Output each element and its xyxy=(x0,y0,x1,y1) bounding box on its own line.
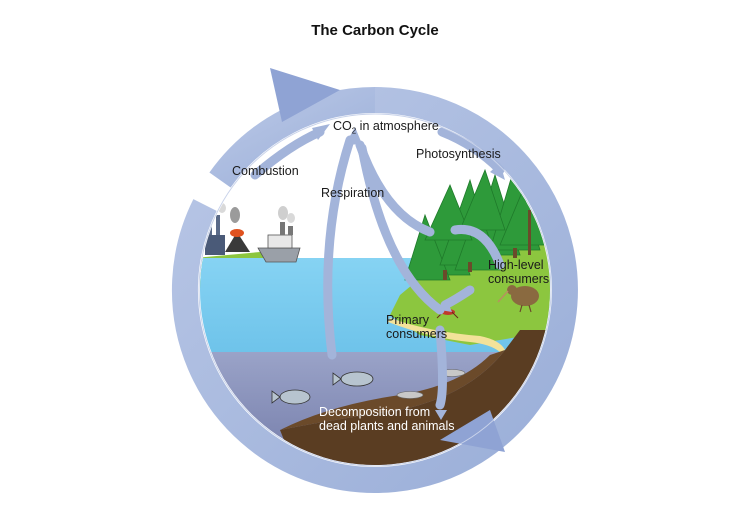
flow-arrows xyxy=(250,127,505,410)
beach xyxy=(388,318,505,352)
high-level-consumers-label: High-level consumers xyxy=(488,258,549,286)
forest xyxy=(404,163,549,281)
kiwi-bird xyxy=(497,285,539,313)
cycle-ring xyxy=(171,87,578,493)
volcano xyxy=(225,207,250,252)
primary-line-2: consumers xyxy=(386,327,448,341)
high-level-line-2: consumers xyxy=(488,272,550,286)
ship xyxy=(257,206,301,263)
primary-consumers-label: Primary consumers xyxy=(386,313,447,341)
flow-arrowheads xyxy=(312,124,505,420)
diagram-title: The Carbon Cycle xyxy=(311,22,439,39)
fish xyxy=(271,371,374,405)
decomposition-line-1: Decomposition from xyxy=(319,405,431,419)
ring-arrowhead-top xyxy=(270,68,340,122)
ring-arrowhead-bottom xyxy=(440,410,505,452)
decomposition-label: Decomposition from dead plants and anima… xyxy=(319,405,455,433)
respiration-label: Respiration xyxy=(321,186,385,200)
high-level-line-1: High-level xyxy=(488,258,544,272)
co2-label: CO2 in atmosphere xyxy=(333,119,439,136)
primary-line-1: Primary xyxy=(386,313,430,327)
combustion-label: Combustion xyxy=(232,164,299,178)
photosynthesis-label: Photosynthesis xyxy=(416,147,501,161)
decomposition-line-2: dead plants and animals xyxy=(319,419,455,433)
